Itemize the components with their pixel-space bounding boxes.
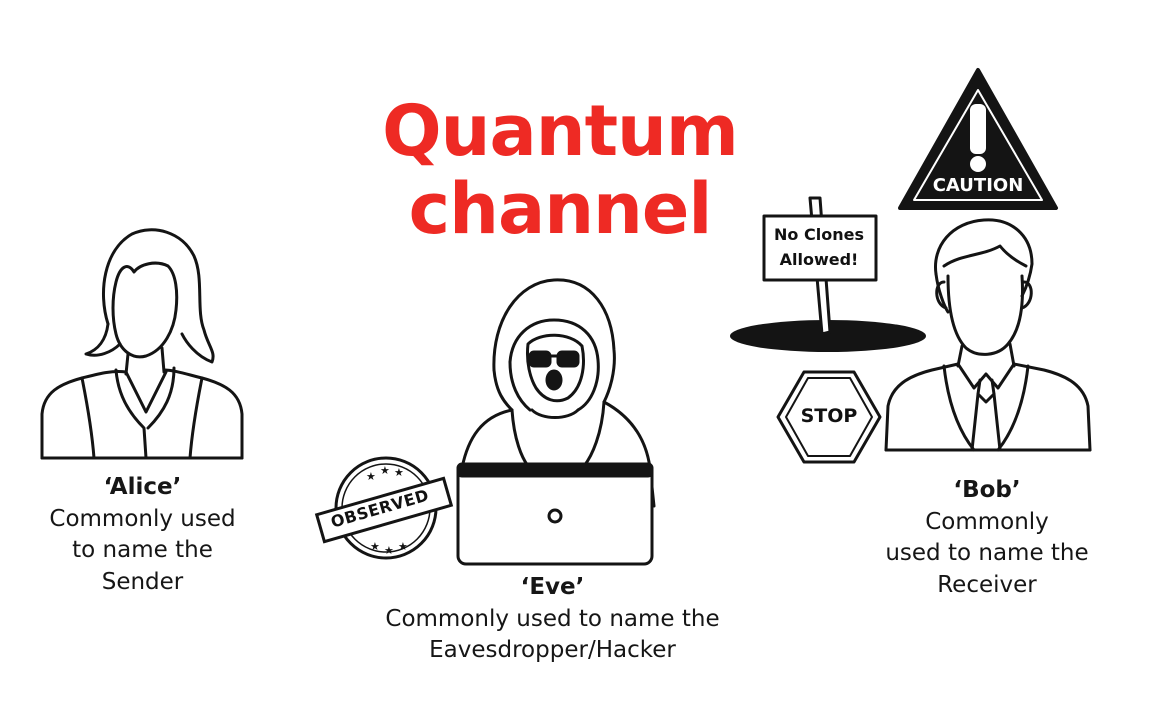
no-clones-sign-icon <box>762 196 878 336</box>
alice-desc-line-2: to name the <box>72 537 213 563</box>
stop-sign-icon <box>776 370 882 464</box>
laptop-icon <box>456 462 654 566</box>
bob-caption: ‘Bob’ Commonly used to name the Receiver <box>862 475 1112 601</box>
hole-icon <box>730 320 926 352</box>
svg-text:★: ★ <box>366 470 376 483</box>
observed-stamp-icon: ★ ★ ★ ★ ★ ★ <box>314 456 454 560</box>
no-clones-sign-label: No Clones Allowed! <box>765 222 873 272</box>
title-line-1: Quantum <box>382 90 739 172</box>
no-clones-line-2: Allowed! <box>779 250 859 269</box>
bob-name: ‘Bob’ <box>953 477 1021 503</box>
caution-sign-icon <box>898 68 1058 210</box>
caution-sign-label: CAUTION <box>932 175 1024 196</box>
eve-caption: ‘Eve’ Commonly used to name the Eavesdro… <box>350 572 755 667</box>
eve-name: ‘Eve’ <box>520 574 585 600</box>
title-line-2: channel <box>408 168 713 250</box>
alice-name: ‘Alice’ <box>103 474 182 500</box>
svg-text:★: ★ <box>380 464 390 477</box>
no-clones-line-1: No Clones <box>774 225 864 244</box>
eve-desc-line-2: Eavesdropper/Hacker <box>429 637 676 663</box>
page-title: Quantum channel <box>340 92 780 248</box>
svg-text:★: ★ <box>398 540 408 553</box>
bob-desc-line-3: Receiver <box>937 571 1037 598</box>
svg-text:★: ★ <box>384 544 394 557</box>
bob-desc-line-1: Commonly <box>925 508 1049 535</box>
eve-desc-line-1: Commonly used to name the <box>385 605 720 632</box>
bob-figure-icon <box>884 218 1092 452</box>
svg-text:★: ★ <box>370 540 380 553</box>
alice-desc-line-1: Commonly used <box>49 505 236 532</box>
stop-sign-label: STOP <box>800 405 858 427</box>
alice-desc-line-3: Sender <box>101 568 184 595</box>
alice-caption: ‘Alice’ Commonly used to name the Sender <box>20 472 265 598</box>
eve-hacker-icon <box>456 278 656 508</box>
svg-text:★: ★ <box>394 466 404 479</box>
alice-figure-icon <box>40 228 244 460</box>
bob-desc-line-2: used to name the <box>885 540 1089 566</box>
